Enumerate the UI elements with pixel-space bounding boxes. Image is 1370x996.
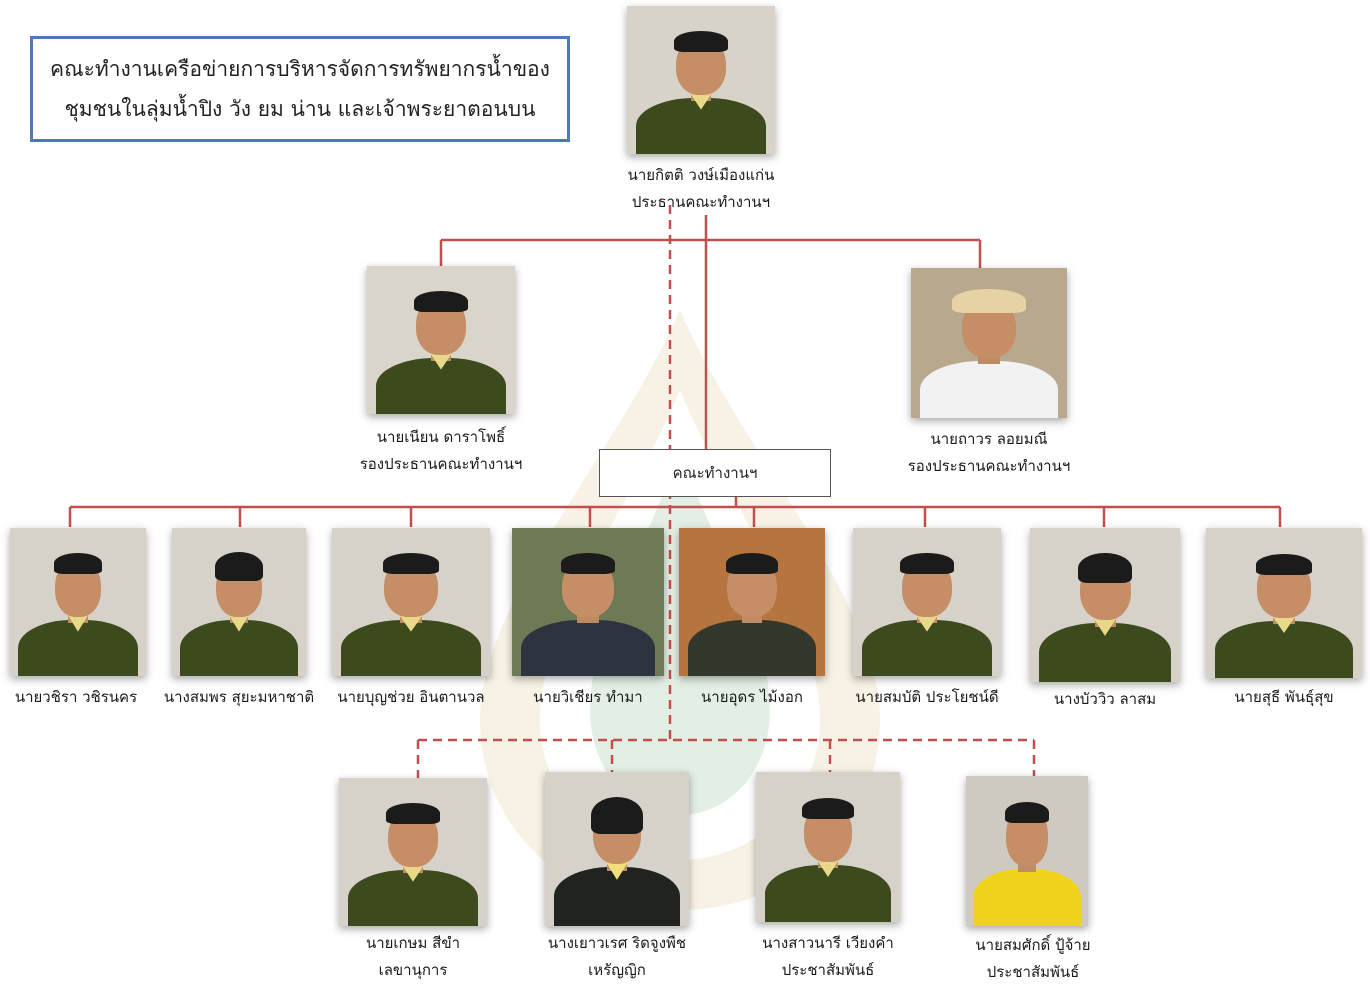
member-photo [172, 528, 306, 676]
member-photo [679, 528, 825, 676]
member-name: นายวชิรา วชิรนคร [14, 688, 138, 706]
member-name: นายอุดร ไม้งอก [701, 688, 803, 706]
staff-name: นางสาวนารี เวียงคำ [762, 934, 894, 952]
vice-photo [367, 266, 515, 414]
vice-name: นายถาวร ลอยมณี [930, 430, 1048, 448]
chart-title-box: คณะทำงานเครือข่ายการบริหารจัดการทรัพยากร… [30, 36, 570, 142]
vice-card: นายเนียน ดาราโพธิ์ รองประธานคณะทำงานฯ [356, 266, 526, 478]
member-card: นายสมบัติ ประโยชน์ดี [848, 528, 1006, 711]
member-card: นายสุธี พันธุ์สุข [1204, 528, 1364, 711]
member-photo [1206, 528, 1362, 678]
staff-name: นายสมศักดิ์ ปู้จ้าย [975, 936, 1091, 954]
member-card: นายบุญช่วย อินตานวล [330, 528, 492, 711]
vice-photo [911, 268, 1067, 418]
member-name: นายสุธี พันธุ์สุข [1234, 688, 1334, 706]
member-name: นางบัววิว ลาสม [1053, 690, 1157, 708]
staff-role: เหรัญญิก [588, 961, 646, 979]
member-card: นางสมพร สุยะมหาชาติ [156, 528, 322, 711]
member-card: นางบัววิว ลาสม [1026, 528, 1184, 713]
chair-name: นายกิตติ วงษ์เมืองแก่น [627, 166, 775, 184]
staff-photo [966, 776, 1088, 926]
vice-card: นายถาวร ลอยมณี รองประธานคณะทำงานฯ [898, 268, 1080, 480]
staff-card: นายเกษม สีขำ เลขานุการ [338, 778, 488, 984]
member-photo [332, 528, 490, 676]
staff-card: นางเยาวเรศ ริดจูงพืช เหรัญญิก [540, 772, 694, 984]
staff-name: นางเยาวเรศ ริดจูงพืช [547, 934, 687, 952]
member-photo [10, 528, 146, 676]
working-group-box: คณะทำงานฯ [599, 449, 831, 497]
member-photo [1030, 528, 1180, 682]
staff-card: นายสมศักดิ์ ปู้จ้าย ประชาสัมพันธ์ [958, 776, 1108, 986]
member-name: นายวิเชียร ทำมา [533, 688, 643, 706]
chair-card: นายกิตติ วงษ์เมืองแก่น ประธานคณะทำงานฯ [614, 6, 788, 216]
member-name: นายบุญช่วย อินตานวล [337, 688, 485, 706]
member-card: นายวิเชียร ทำมา [508, 528, 668, 711]
member-card: นายวชิรา วชิรนคร [4, 528, 148, 711]
staff-name: นายเกษม สีขำ [365, 934, 461, 952]
working-group-label: คณะทำงานฯ [672, 464, 758, 482]
chart-title-line-1: คณะทำงานเครือข่ายการบริหารจัดการทรัพยากร… [50, 57, 550, 81]
vice-name: นายเนียน ดาราโพธิ์ [376, 428, 506, 446]
staff-role: ประชาสัมพันธ์ [986, 963, 1080, 981]
chair-role: ประธานคณะทำงานฯ [631, 193, 771, 211]
member-photo [853, 528, 1001, 676]
vice-role: รองประธานคณะทำงานฯ [359, 455, 523, 473]
staff-role: เลขานุการ [378, 961, 448, 979]
staff-card: นางสาวนารี เวียงคำ ประชาสัมพันธ์ [748, 772, 908, 984]
member-card: นายอุดร ไม้งอก [676, 528, 828, 711]
staff-role: ประชาสัมพันธ์ [781, 961, 875, 979]
staff-photo [339, 778, 487, 926]
chart-title-line-2: ชุมชนในลุ่มน้ำปิง วัง ยม น่าน และเจ้าพระ… [64, 97, 536, 121]
chair-photo [627, 6, 775, 154]
staff-photo [756, 772, 900, 922]
member-name: นางสมพร สุยะมหาชาติ [163, 688, 315, 706]
member-name: นายสมบัติ ประโยชน์ดี [855, 688, 999, 706]
vice-role: รองประธานคณะทำงานฯ [907, 457, 1071, 475]
member-photo [512, 528, 664, 676]
staff-photo [545, 772, 689, 926]
